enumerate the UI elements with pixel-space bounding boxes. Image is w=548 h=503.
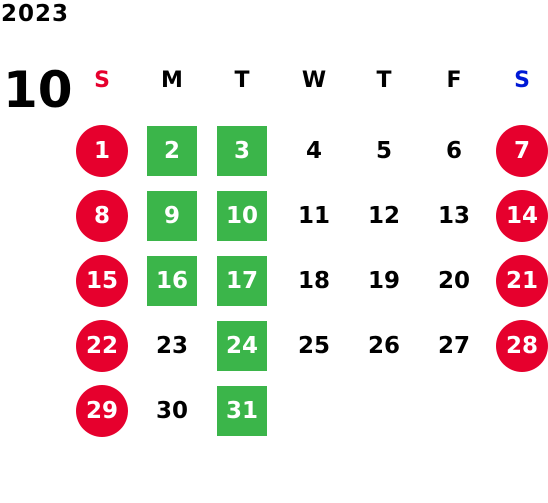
day-number: 6 bbox=[445, 138, 462, 164]
day-number: 3 bbox=[233, 138, 250, 164]
day-cell[interactable]: 18 bbox=[288, 255, 340, 307]
holiday-day-cell[interactable]: 15 bbox=[76, 255, 128, 307]
day-number: 14 bbox=[505, 203, 538, 229]
day-number: 24 bbox=[225, 333, 258, 359]
year-label: 2023 bbox=[1, 1, 70, 27]
month-number: 10 bbox=[3, 61, 73, 119]
day-cell[interactable]: 25 bbox=[288, 320, 340, 372]
day-number: 1 bbox=[93, 138, 110, 164]
day-number: 2 bbox=[163, 138, 180, 164]
day-number: 7 bbox=[513, 138, 530, 164]
day-number: 29 bbox=[85, 398, 118, 424]
day-number: 12 bbox=[367, 203, 400, 229]
day-cell[interactable]: 19 bbox=[358, 255, 410, 307]
holiday-day-cell[interactable]: 1 bbox=[76, 125, 128, 177]
day-number: 30 bbox=[155, 398, 188, 424]
day-number: 17 bbox=[225, 268, 258, 294]
day-cell[interactable]: 12 bbox=[358, 190, 410, 242]
highlighted-day-cell[interactable]: 2 bbox=[146, 125, 198, 177]
weekday-label: T bbox=[376, 68, 392, 93]
day-number: 21 bbox=[505, 268, 538, 294]
holiday-day-cell[interactable]: 28 bbox=[496, 320, 548, 372]
highlighted-day-cell[interactable]: 10 bbox=[216, 190, 268, 242]
highlighted-day-cell[interactable]: 16 bbox=[146, 255, 198, 307]
highlighted-day-cell[interactable]: 9 bbox=[146, 190, 198, 242]
holiday-day-cell[interactable]: 29 bbox=[76, 385, 128, 437]
day-number: 11 bbox=[297, 203, 330, 229]
day-number: 18 bbox=[297, 268, 330, 294]
day-number: 28 bbox=[505, 333, 538, 359]
day-cell[interactable]: 20 bbox=[428, 255, 480, 307]
day-number: 26 bbox=[367, 333, 400, 359]
day-cell[interactable]: 6 bbox=[428, 125, 480, 177]
highlighted-day-cell[interactable]: 24 bbox=[216, 320, 268, 372]
day-number: 25 bbox=[297, 333, 330, 359]
holiday-day-cell[interactable]: 7 bbox=[496, 125, 548, 177]
highlighted-day-cell[interactable]: 3 bbox=[216, 125, 268, 177]
weekday-label: S bbox=[94, 68, 110, 93]
holiday-day-cell[interactable]: 8 bbox=[76, 190, 128, 242]
day-number: 20 bbox=[437, 268, 470, 294]
weekday-label: T bbox=[234, 68, 250, 93]
day-cell[interactable]: 30 bbox=[146, 385, 198, 437]
holiday-day-cell[interactable]: 14 bbox=[496, 190, 548, 242]
day-number: 19 bbox=[367, 268, 400, 294]
weekday-label: W bbox=[301, 68, 327, 93]
highlighted-day-cell[interactable]: 17 bbox=[216, 255, 268, 307]
day-cell[interactable]: 27 bbox=[428, 320, 480, 372]
day-number: 13 bbox=[437, 203, 470, 229]
day-number: 22 bbox=[85, 333, 118, 359]
day-cell[interactable]: 26 bbox=[358, 320, 410, 372]
day-cell[interactable]: 5 bbox=[358, 125, 410, 177]
weekday-label: S bbox=[514, 68, 530, 93]
day-cell[interactable]: 23 bbox=[146, 320, 198, 372]
day-number: 10 bbox=[225, 203, 258, 229]
day-number: 8 bbox=[93, 203, 110, 229]
day-cell[interactable]: 13 bbox=[428, 190, 480, 242]
day-number: 23 bbox=[155, 333, 188, 359]
highlighted-day-cell[interactable]: 31 bbox=[216, 385, 268, 437]
day-number: 4 bbox=[305, 138, 322, 164]
day-cell[interactable]: 11 bbox=[288, 190, 340, 242]
day-number: 9 bbox=[163, 203, 180, 229]
holiday-day-cell[interactable]: 21 bbox=[496, 255, 548, 307]
day-number: 5 bbox=[375, 138, 392, 164]
day-cell[interactable]: 4 bbox=[288, 125, 340, 177]
day-number: 27 bbox=[437, 333, 470, 359]
day-number: 31 bbox=[225, 398, 258, 424]
weekday-label: F bbox=[446, 68, 462, 93]
weekday-label: M bbox=[161, 68, 183, 93]
holiday-day-cell[interactable]: 22 bbox=[76, 320, 128, 372]
day-number: 16 bbox=[155, 268, 188, 294]
day-number: 15 bbox=[85, 268, 118, 294]
